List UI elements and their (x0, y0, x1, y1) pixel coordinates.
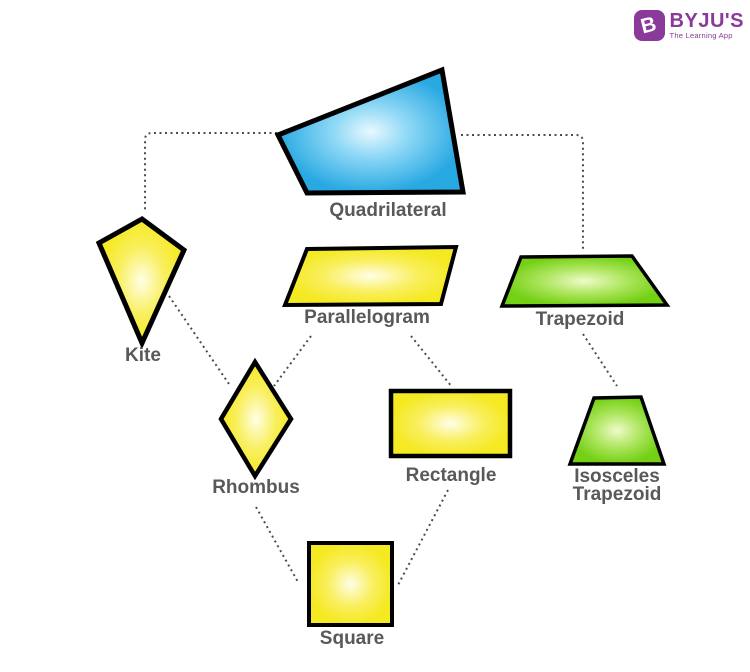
shape-group (95, 66, 671, 627)
connector-trapezoid-isosceles (582, 333, 618, 387)
connector-parallelogram-rectangle (410, 335, 453, 388)
connector-rhombus-square (255, 506, 299, 583)
byjus-logo-icon: B (633, 10, 665, 41)
connector-kite-rhombus (168, 295, 230, 385)
rectangle-shape (388, 388, 513, 459)
square-shape (307, 541, 394, 627)
kite-shape (95, 216, 188, 350)
byjus-tagline: The Learning App (669, 31, 733, 40)
connector-rectangle-square (397, 489, 449, 586)
connector-quadrilateral-kite (144, 132, 277, 211)
isosceles-trapezoid-shape (567, 395, 667, 466)
rhombus-shape (218, 357, 294, 481)
byjus-b-glyph: B (638, 12, 660, 39)
parallelogram-shape (282, 244, 459, 308)
connector-quadrilateral-trapezoid (461, 134, 584, 250)
connector-lines (144, 132, 618, 586)
quadrilateral-shape (274, 66, 466, 196)
byjus-logo-text: BYJU'S The Learning App (670, 11, 744, 40)
trapezoid-shape (499, 254, 671, 308)
byjus-logo: B BYJU'S The Learning App (633, 10, 744, 41)
byjus-brand-text: BYJU'S (669, 10, 744, 32)
connector-parallelogram-rhombus (273, 335, 312, 387)
